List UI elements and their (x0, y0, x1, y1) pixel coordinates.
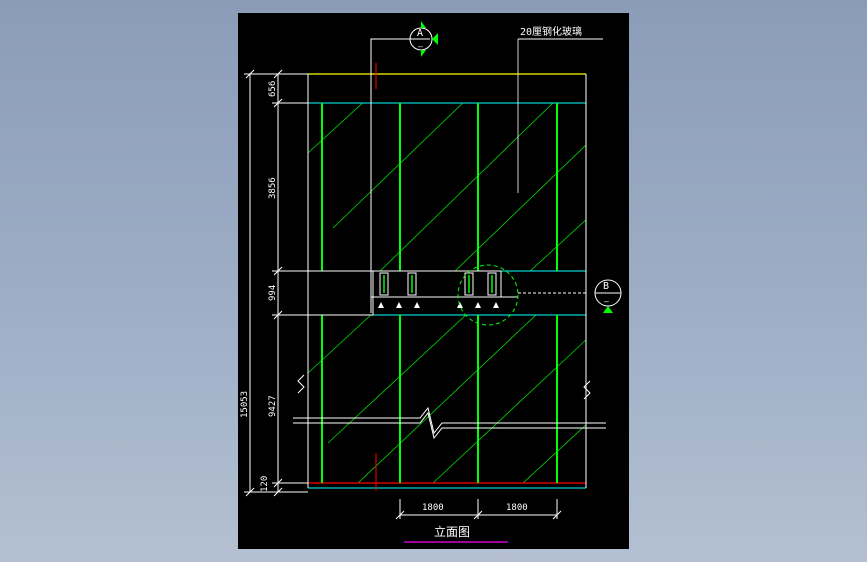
beam-detail (307, 264, 588, 326)
wall-break-right (583, 380, 591, 400)
dim-994: 994 (268, 285, 278, 301)
side-walls (307, 74, 587, 488)
dim-9427: 9427 (268, 395, 278, 417)
glass-note: 20厘钢化玻璃 (520, 25, 582, 38)
svg-text:—: — (418, 42, 423, 51)
glass-hatch-lower (308, 315, 586, 483)
cad-viewport[interactable]: A — 20厘钢化玻璃 (238, 13, 629, 549)
wall-break-left (297, 374, 305, 394)
dim-3856: 3856 (268, 177, 278, 199)
dim-total: 15053 (240, 391, 250, 418)
elevation-drawing: A — 20厘钢化玻璃 (240, 21, 622, 543)
dim-656: 656 (268, 81, 278, 97)
dim-120: 120 (260, 476, 270, 492)
glass-hatch-upper (308, 103, 586, 271)
section-b-marker: B — (594, 279, 622, 313)
section-a-label: A (417, 28, 423, 39)
dim-1800-right: 1800 (506, 503, 528, 513)
horizontal-dimensions (395, 499, 562, 520)
drawing-title: 立面图 (434, 524, 470, 539)
beam-lines (308, 102, 586, 316)
svg-text:—: — (604, 297, 609, 306)
section-a-marker: A — (370, 21, 438, 313)
section-b-label: B (603, 281, 609, 292)
detail-circle (457, 264, 519, 326)
mullions (321, 103, 558, 483)
vertical-dimensions (244, 69, 308, 497)
dim-1800-left: 1800 (422, 503, 444, 513)
break-line (293, 406, 606, 440)
